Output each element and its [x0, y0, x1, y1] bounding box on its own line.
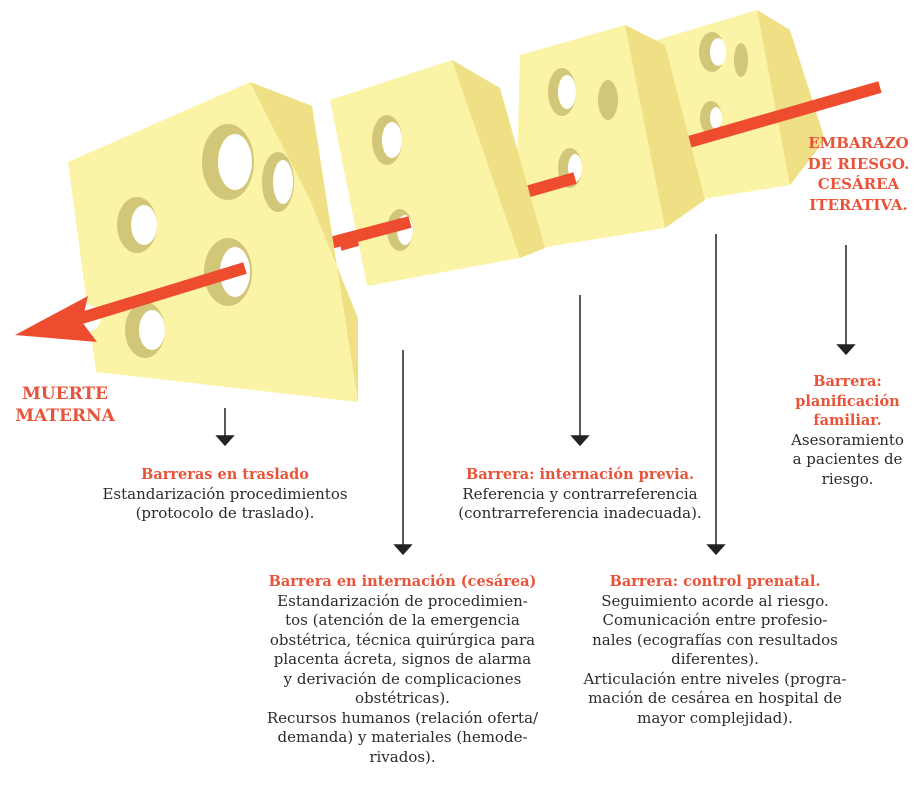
barrier-traslado: Barreras en traslado Estandarización pro… — [85, 465, 365, 524]
barrier-heading: Barrera en internación (cesárea) — [268, 573, 537, 590]
barrier-description: Asesoramiento a pacientes de riesgo. — [791, 430, 904, 488]
cheese-slice-1 — [68, 82, 358, 402]
barrier-planificacion-familiar: Barrera: planificación familiar. Asesora… — [775, 372, 916, 489]
pointer-arrows — [215, 234, 856, 556]
outcome-label: MUERTE MATERNA — [15, 384, 115, 426]
cheese-hole — [734, 43, 748, 77]
barrier-heading: Barrera: internación previa. — [465, 466, 695, 483]
barrier-heading: Barrera: control prenatal. — [609, 573, 821, 590]
pointer-arrow — [215, 435, 235, 447]
barrier-internacion-cesarea: Barrera en internación (cesárea) Estanda… — [245, 572, 560, 767]
barrier-internacion-previa: Barrera: internación previa. Referencia … — [430, 465, 730, 524]
hazard-arrow-head — [15, 296, 97, 342]
hazard-arrow-shaft-exit — [73, 262, 247, 326]
barrier-description: Estandarización de procedimien- tos (ate… — [266, 591, 539, 766]
pointer-arrow — [393, 544, 413, 556]
cheese-slice-2 — [330, 60, 545, 286]
barrier-description: Referencia y contrarreferencia (contrarr… — [458, 484, 702, 523]
barrier-description: Estandarización procedimientos (protocol… — [102, 484, 348, 523]
cheese-hole — [598, 80, 618, 120]
barrier-heading: Barrera: planificación familiar. — [795, 373, 900, 429]
barrier-heading: Barreras en traslado — [141, 466, 309, 483]
pointer-arrow — [836, 344, 856, 356]
barrier-description: Seguimiento acorde al riesgo. Comunicaci… — [583, 591, 847, 727]
cheese-slice-3 — [515, 25, 705, 252]
barrier-control-prenatal: Barrera: control prenatal. Seguimiento a… — [560, 572, 870, 728]
hazard-label: EMBARAZO DE RIESGO. CESÁREA ITERATIVA. — [807, 134, 910, 214]
pointer-arrow — [706, 544, 726, 556]
pointer-arrow — [570, 435, 590, 447]
